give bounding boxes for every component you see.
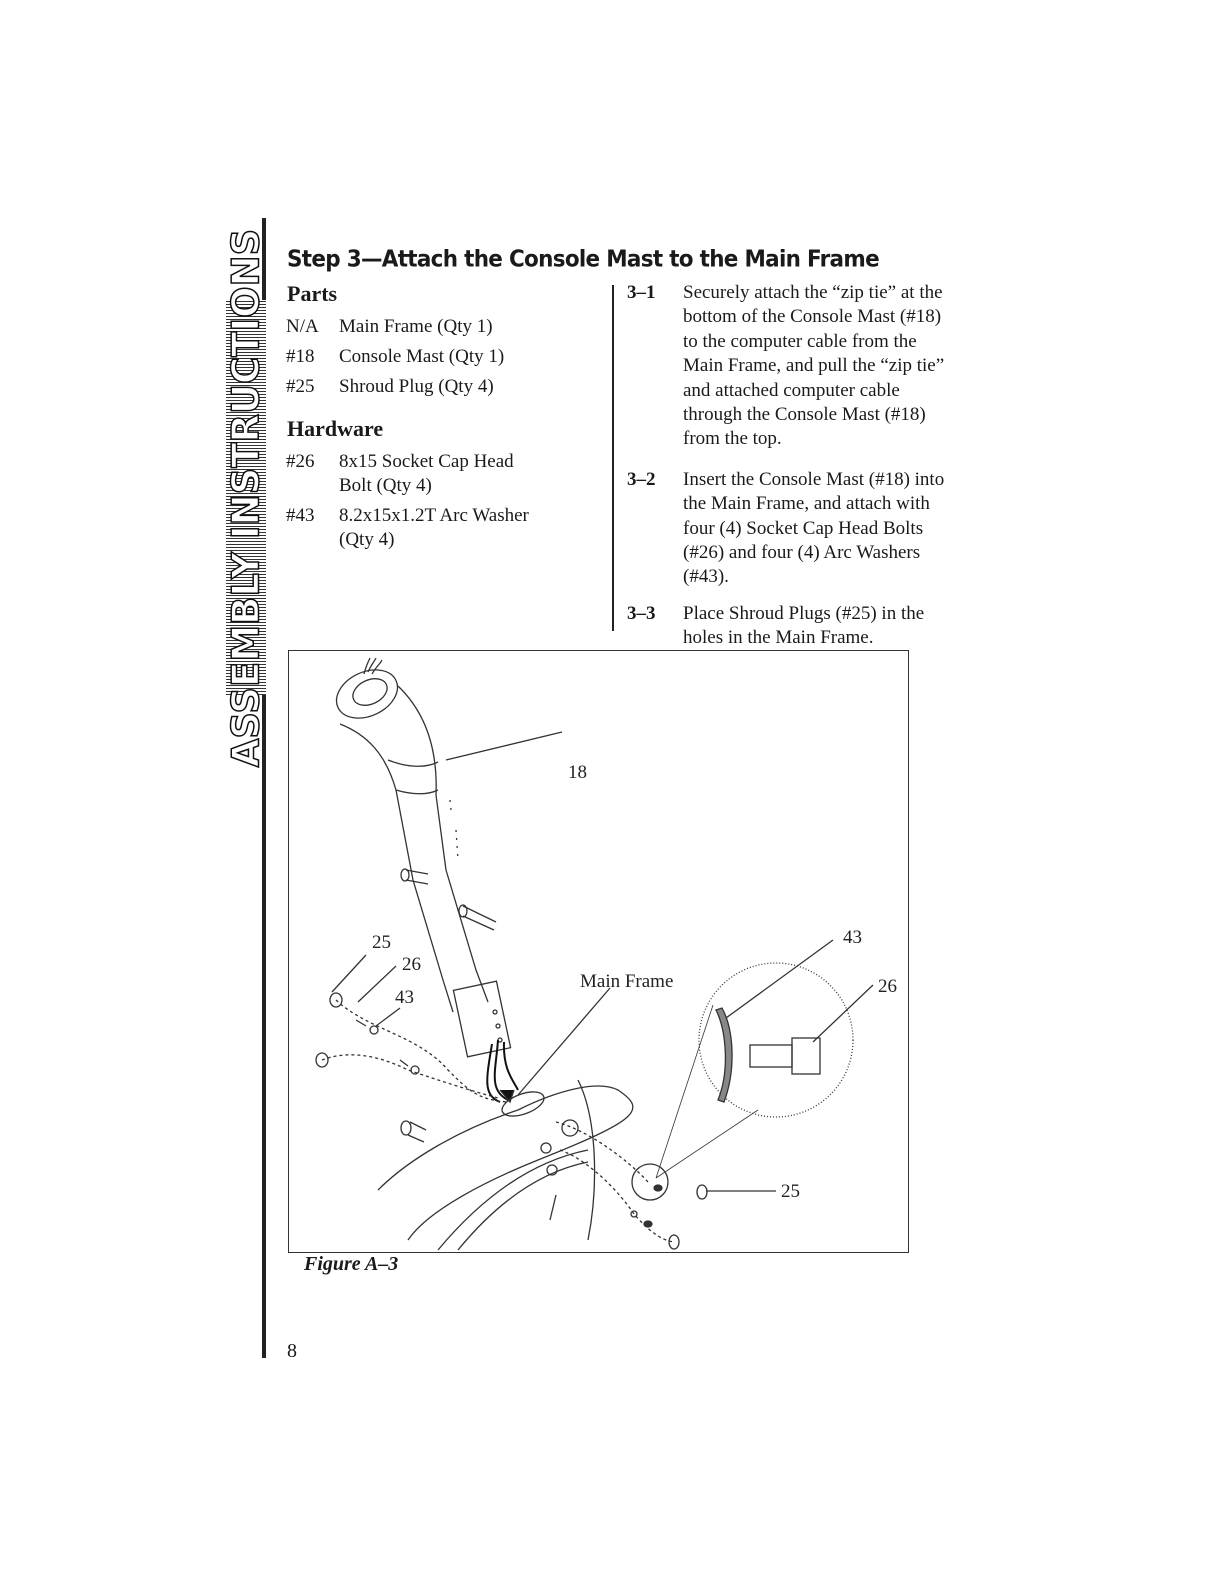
step-number: 3–1: [627, 282, 656, 303]
callout-mast: 18: [568, 762, 587, 783]
hardware-list: #26 8x15 Socket Cap Head Bolt (Qty 4) #4…: [286, 450, 539, 552]
figure-caption: Figure A–3: [304, 1253, 399, 1275]
callout-washer-left: 43: [395, 987, 414, 1008]
callout-main-frame: Main Frame: [580, 971, 673, 992]
callout-bolt-right: 26: [878, 976, 897, 997]
page-number: 8: [287, 1340, 297, 1362]
hardware-description: 8x15 Socket Cap Head Bolt (Qty 4): [339, 451, 514, 496]
step-text: Place Shroud Plugs (#25) in the holes in…: [683, 602, 925, 649]
callout-plug-right: 25: [781, 1181, 800, 1202]
hardware-left: [315, 992, 509, 1103]
step-number: 3–2: [627, 468, 656, 490]
callout-bolt-left: 26: [402, 954, 421, 975]
hardware-right: [555, 962, 854, 1250]
assembly-figure: 18 25 26 43 Main Frame 43 26 25: [315, 657, 897, 1251]
instruction-step: 3–3 Place Shroud Plugs (#25) in the hole…: [627, 602, 957, 651]
step-text: Insert the Console Mast (#18) into the M…: [683, 468, 945, 588]
part-number: #18: [286, 346, 315, 367]
parts-item: #18 Console Mast (Qty 1): [286, 345, 569, 369]
part-number: #25: [286, 376, 315, 397]
parts-item: N/A Main Frame (Qty 1): [286, 315, 569, 339]
console-mast-drawing: [335, 657, 512, 1058]
callout-plug-left: 25: [372, 932, 391, 953]
hardware-item: #43 8.2x15x1.2T Arc Washer (Qty 4): [286, 504, 539, 552]
column-rule: [612, 285, 614, 631]
figure-frame: [288, 650, 909, 1253]
hardware-description: 8.2x15x1.2T Arc Washer (Qty 4): [339, 505, 529, 550]
callout-washer-right: 43: [843, 927, 862, 948]
part-description: Shroud Plug (Qty 4): [339, 376, 494, 397]
part-description: Main Frame (Qty 1): [339, 316, 493, 337]
hardware-number: #26: [286, 451, 315, 472]
part-number: N/A: [286, 316, 319, 337]
side-rule: [262, 218, 266, 1358]
section-tab: [226, 300, 266, 695]
hardware-number: #43: [286, 505, 315, 526]
main-frame-drawing: [377, 1079, 634, 1251]
part-description: Console Mast (Qty 1): [339, 346, 505, 367]
instruction-steps: 3–1 Securely attach the “zip tie” at the…: [627, 281, 957, 651]
parts-heading: Parts: [287, 281, 338, 306]
step-number: 3–3: [627, 602, 656, 624]
section-tab-label: ASSEMBLY INSTRUCTIONS: [224, 228, 269, 768]
hardware-heading: Hardware: [287, 416, 384, 441]
instruction-step: 3–2 Insert the Console Mast (#18) into t…: [627, 468, 957, 590]
instruction-step: 3–1 Securely attach the “zip tie” at the…: [627, 281, 957, 452]
step-text: Securely attach the “zip tie” at the bot…: [683, 282, 945, 450]
parts-item: #25 Shroud Plug (Qty 4): [286, 375, 569, 399]
parts-list: N/A Main Frame (Qty 1) #18 Console Mast …: [286, 315, 569, 399]
hardware-item: #26 8x15 Socket Cap Head Bolt (Qty 4): [286, 450, 539, 498]
step-title: Step 3—Attach the Console Mast to the Ma…: [287, 246, 880, 273]
